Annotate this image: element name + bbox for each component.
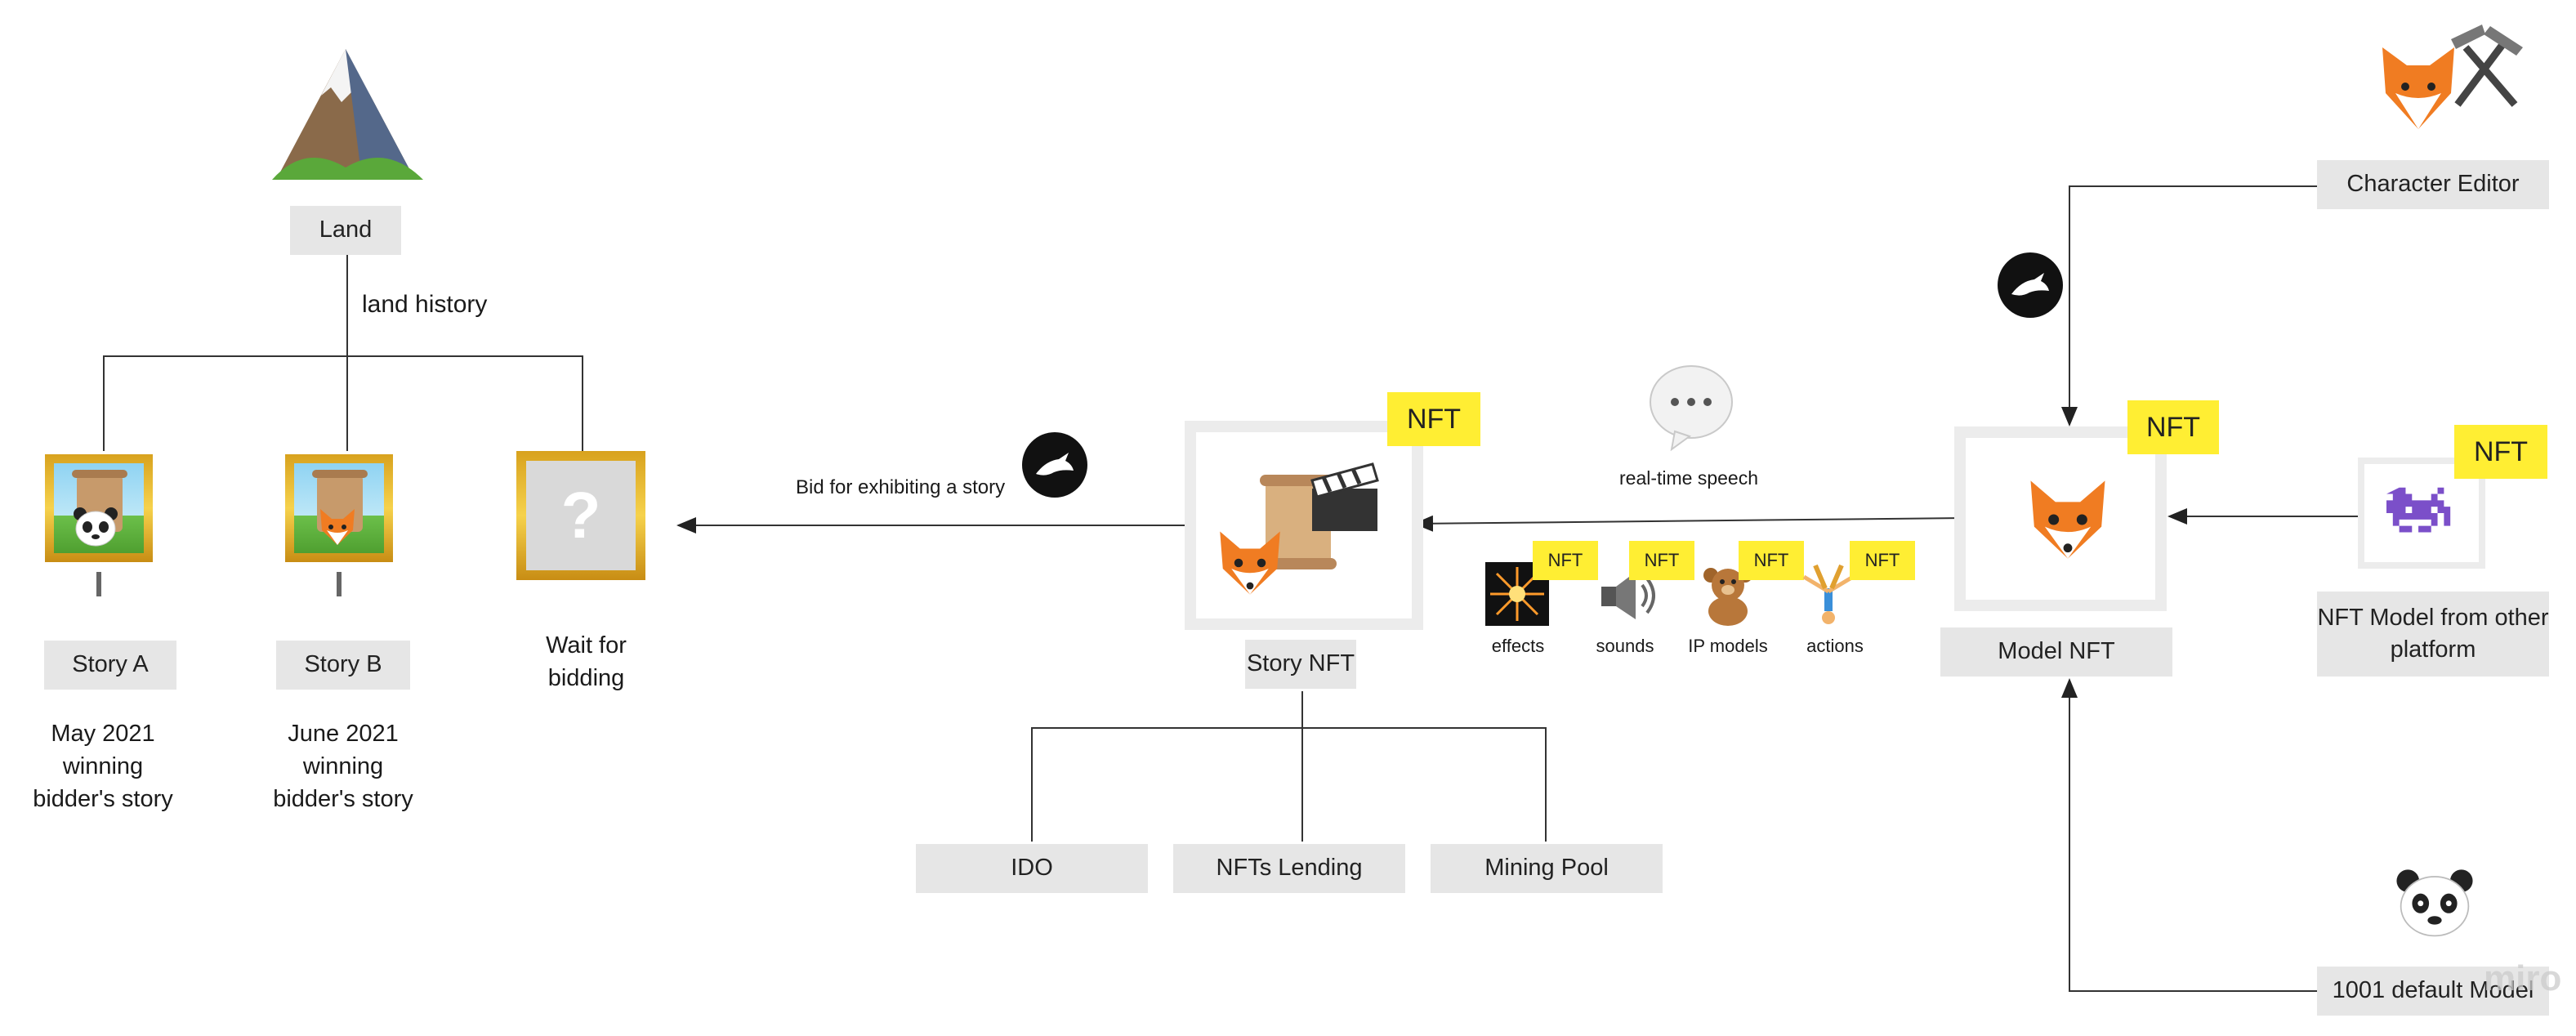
model-nft-frame[interactable] [1954, 426, 2167, 611]
story-b-caption: June 2021 winning bidder's story [273, 721, 413, 813]
raven-icon [1997, 252, 2064, 319]
speaker-icon [1595, 564, 1659, 627]
land-box[interactable]: Land [290, 206, 401, 255]
miro-watermark: miro [2484, 958, 2562, 998]
model-nft-box[interactable]: Model NFT [1940, 627, 2172, 677]
raven-icon [1021, 431, 1088, 498]
question-icon: ? [560, 479, 601, 551]
fox-icon [317, 507, 358, 547]
actions-label: actions [1806, 636, 1864, 656]
nfts-lending-box[interactable]: NFTs Lending [1173, 844, 1405, 893]
story-nft-box[interactable]: Story NFT [1245, 640, 1356, 689]
mountain-icon [256, 45, 435, 188]
land-history-label: land history [362, 291, 488, 318]
sounds-badge: NFT [1629, 541, 1694, 580]
cartwheel-icon [1796, 560, 1858, 629]
story-a-caption: May 2021 winning bidder's story [33, 721, 173, 813]
default-model-box[interactable]: 1001 default Model [2317, 967, 2549, 1016]
ip-models-badge: NFT [1739, 541, 1804, 580]
story-a-box[interactable]: Story A [44, 641, 176, 690]
speech-label: real-time speech [1619, 467, 1759, 489]
other-platform-box[interactable]: NFT Model from other platform [2317, 592, 2549, 677]
fox-icon [1214, 529, 1286, 597]
fox-icon [2023, 477, 2113, 562]
actions-badge: NFT [1850, 541, 1915, 580]
panda-icon [72, 506, 119, 547]
ido-box[interactable]: IDO [916, 844, 1148, 893]
story-nft-frame[interactable] [1185, 421, 1423, 630]
story-b-box[interactable]: Story B [276, 641, 410, 690]
alien-monster-icon [2386, 487, 2451, 533]
speech-bubble-icon [1647, 363, 1735, 452]
other-platform-badge: NFT [2454, 425, 2547, 479]
wait-picture[interactable]: ? [516, 451, 645, 580]
story-a-picture[interactable] [45, 454, 153, 562]
panda-icon [2394, 866, 2476, 938]
effects-badge: NFT [1533, 541, 1598, 580]
ip-models-label: IP models [1688, 636, 1768, 656]
effects-label: effects [1491, 636, 1545, 656]
bid-label: Bid for exhibiting a story [796, 476, 1006, 498]
fox-with-tools-icon [2376, 15, 2531, 137]
wait-label: Wait for bidding [546, 632, 627, 692]
sounds-label: sounds [1596, 636, 1654, 656]
character-editor-box[interactable]: Character Editor [2317, 160, 2549, 209]
mining-pool-box[interactable]: Mining Pool [1431, 844, 1663, 893]
story-b-picture[interactable] [285, 454, 393, 562]
clapperboard-icon [1307, 461, 1382, 534]
model-nft-badge: NFT [2127, 400, 2219, 454]
other-platform-frame[interactable] [2358, 458, 2485, 569]
story-nft-badge: NFT [1387, 392, 1480, 446]
